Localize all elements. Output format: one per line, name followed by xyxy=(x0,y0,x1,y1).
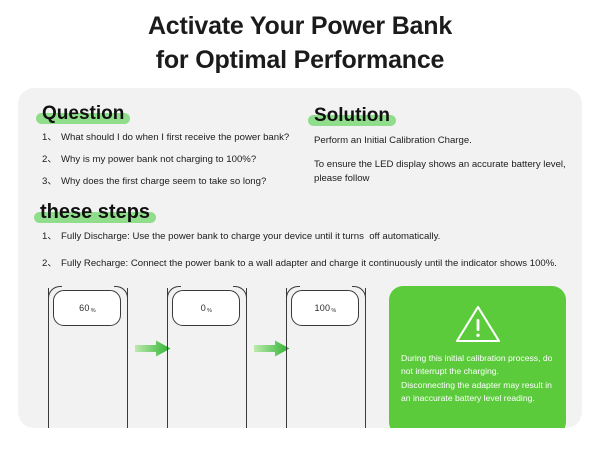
list-item: 2、 Why is my power bank not charging to … xyxy=(42,154,312,167)
power-bank-body-left-edge xyxy=(286,288,288,428)
list-item-text: Fully Discharge: Use the power bank to c… xyxy=(61,231,441,242)
list-item-text: Fully Recharge: Connect the power bank t… xyxy=(61,257,557,269)
power-bank-percentage-value: 100 xyxy=(314,303,331,313)
page-title-line-2: for Optimal Performance xyxy=(155,45,445,74)
list-item: 2、 Fully Recharge: Connect the power ban… xyxy=(42,258,572,271)
steps-list: 1、 Fully Discharge: Use the power bank t… xyxy=(42,231,572,285)
list-item: 1、 What should I do when I first receive… xyxy=(42,132,312,145)
question-list: 1、 What should I do when I first receive… xyxy=(42,132,312,198)
power-bank-percentage: 60% xyxy=(79,303,96,314)
solution-paragraph: To ensure the LED display shows an accur… xyxy=(314,158,566,184)
power-bank-body-left-edge xyxy=(167,288,169,428)
list-item: 1、 Fully Discharge: Use the power bank t… xyxy=(42,231,572,244)
list-item-number: 3、 xyxy=(42,175,57,187)
list-item: 3、 Why does the first charge seem to tak… xyxy=(42,176,312,189)
warning-text: During this initial calibration process,… xyxy=(401,353,553,403)
power-bank-percentage-unit: % xyxy=(331,308,337,314)
list-item-text: Why does the first charge seem to take s… xyxy=(61,175,267,187)
power-bank-step-1: 60% xyxy=(48,286,128,428)
power-bank-percentage: 0% xyxy=(200,303,213,314)
steps-heading-label: these steps xyxy=(40,201,151,223)
list-item-number: 2、 xyxy=(42,257,57,269)
power-bank-step-2: 0% xyxy=(167,286,247,428)
list-item-number: 1、 xyxy=(42,132,57,143)
power-bank-body-right-edge xyxy=(364,288,366,428)
content-card: Question 1、 What should I do when I firs… xyxy=(18,88,582,428)
power-bank-shoulder-left xyxy=(48,286,62,300)
power-bank-body-left-edge xyxy=(48,288,50,428)
power-bank-shoulder-left xyxy=(286,286,300,300)
power-bank-percentage-value: 60 xyxy=(79,303,90,313)
list-item-number: 1、 xyxy=(42,231,57,242)
power-bank-display: 0% xyxy=(172,290,240,326)
power-bank-percentage-unit: % xyxy=(90,308,96,314)
page-title: Activate Your Power Bank for Optimal Per… xyxy=(0,10,600,77)
arrow-right-icon xyxy=(135,340,171,357)
power-bank-illustration: 60% 0% xyxy=(34,286,384,428)
question-heading-label: Question xyxy=(42,103,125,124)
power-bank-percentage-value: 0 xyxy=(200,303,207,313)
solution-heading: Solution xyxy=(308,105,396,127)
question-heading: Question xyxy=(36,103,131,125)
list-item-text: What should I do when I first receive th… xyxy=(61,132,290,143)
arrow-right-icon xyxy=(254,340,290,357)
power-bank-display: 100% xyxy=(291,290,359,326)
solution-body: Perform an Initial Calibration Charge. T… xyxy=(314,134,570,196)
warning-panel: During this initial calibration process,… xyxy=(389,286,566,428)
power-bank-shoulder-left xyxy=(167,286,181,300)
power-bank-display: 60% xyxy=(53,290,121,326)
power-bank-percentage-unit: % xyxy=(207,308,213,314)
power-bank-body-right-edge xyxy=(245,288,247,428)
power-bank-percentage: 100% xyxy=(314,303,337,314)
list-item-text: Why is my power bank not charging to 100… xyxy=(61,153,257,165)
page-title-line-1: Activate Your Power Bank xyxy=(147,12,453,40)
list-item-number: 2、 xyxy=(42,153,57,165)
warning-triangle-icon xyxy=(455,305,500,343)
steps-heading: these steps xyxy=(34,201,157,224)
solution-heading-label: Solution xyxy=(314,105,390,126)
power-bank-body-right-edge xyxy=(126,288,128,428)
power-bank-step-3: 100% xyxy=(286,286,366,428)
solution-paragraph: Perform an Initial Calibration Charge. xyxy=(314,135,472,146)
